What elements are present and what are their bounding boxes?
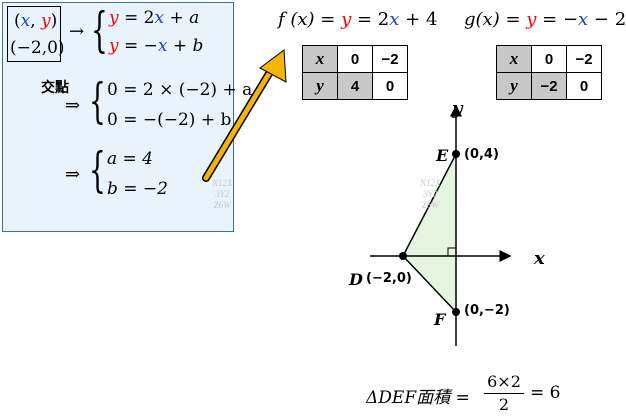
substitution-1: 0 = 2 × (−2) + a <box>107 80 253 100</box>
area-result: = 6 <box>530 383 561 403</box>
area-numerator: 6×2 <box>487 372 521 391</box>
line-g <box>402 255 457 313</box>
table-cell: −2 <box>531 72 567 100</box>
general-point: (x, y) <box>14 11 58 31</box>
table-cell: −2 <box>372 45 408 73</box>
table-row: x 0 −2 <box>496 45 602 73</box>
point-e-name: E <box>436 146 449 165</box>
point-e-coords: (0,4) <box>464 147 499 162</box>
f-value-table: x 0 −2 y 4 0 <box>302 45 408 100</box>
line-f <box>402 153 457 257</box>
g-function-label: g(x) = y = −x − 2 <box>464 9 626 30</box>
table-row: y 4 0 <box>302 72 408 100</box>
table-row: x 0 −2 <box>302 45 408 73</box>
implies-icon: ⇒ <box>65 95 81 116</box>
point-f-name: F <box>434 310 446 329</box>
triangle-graph <box>370 104 512 346</box>
point-d-name: D <box>349 270 363 289</box>
brace-icon: { <box>89 73 106 129</box>
y-axis-label: y <box>452 98 463 119</box>
area-denominator: 2 <box>498 395 510 414</box>
table-cell: 0 <box>531 45 567 73</box>
table-cell: 0 <box>337 45 373 73</box>
table-header-y: y <box>302 72 338 100</box>
result-a: a = 4 <box>107 149 154 169</box>
table-cell: 0 <box>372 72 408 100</box>
result-b: b = −2 <box>107 179 168 199</box>
table-cell: −2 <box>566 45 602 73</box>
right-angle-mark <box>447 247 456 256</box>
table-row: y −2 0 <box>496 72 602 100</box>
brace-icon: { <box>91 2 108 58</box>
table-header-x: x <box>496 45 532 73</box>
arrow-right-icon: → <box>69 21 85 42</box>
triangle-def-fill <box>403 154 456 312</box>
point-box: (x, y) (−2,0) <box>7 6 65 62</box>
solution-panel: (x, y) (−2,0) → { y = 2x + a y = −x + b … <box>2 2 252 232</box>
given-point: (−2,0) <box>10 38 65 58</box>
implies-icon: ⇒ <box>65 164 81 185</box>
g-value-table: x 0 −2 y −2 0 <box>496 45 602 100</box>
fraction-bar <box>484 393 524 394</box>
f-function-label: f (x) = y = 2x + 4 <box>278 9 438 30</box>
point-f <box>452 308 460 316</box>
table-cell: 0 <box>566 72 602 100</box>
point-d <box>399 252 407 260</box>
equation-2: y = −x + b <box>109 36 204 56</box>
x-axis-label: x <box>534 248 545 269</box>
arrow-up-right-icon <box>202 49 287 182</box>
point-f-coords: (0,−2) <box>464 303 510 318</box>
table-header-x: x <box>302 45 338 73</box>
brace-icon: { <box>89 142 106 198</box>
point-d-coords: (−2,0) <box>366 271 412 286</box>
point-e <box>452 150 460 158</box>
substitution-2: 0 = −(−2) + b <box>107 110 232 130</box>
intersect-label: 交點 <box>41 80 69 96</box>
area-prefix: ΔDEF面積 = <box>366 388 470 408</box>
equation-1: y = 2x + a <box>109 8 200 28</box>
